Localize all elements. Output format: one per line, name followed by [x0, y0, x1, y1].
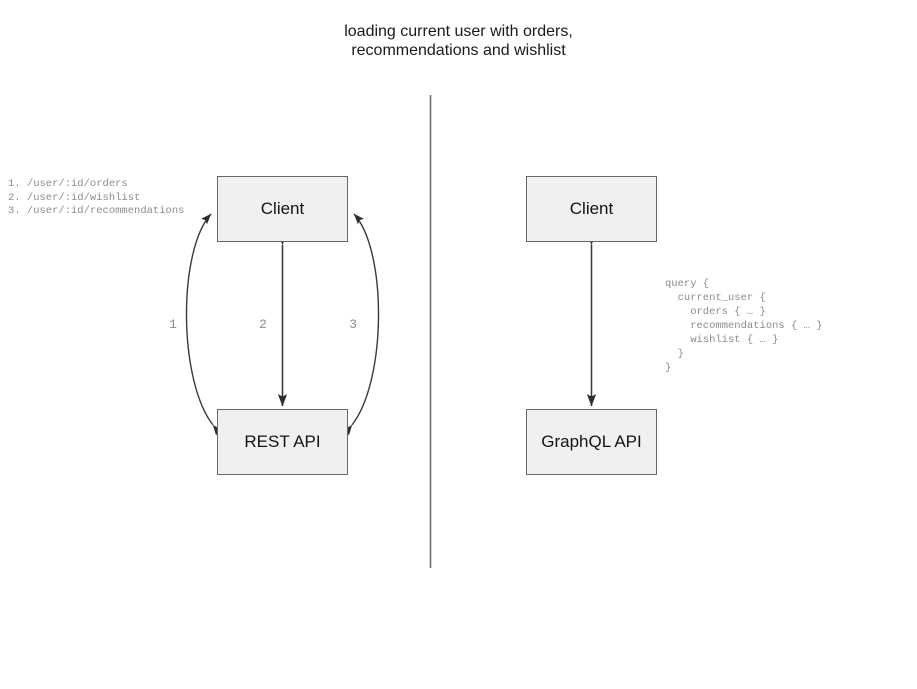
node-client-rest[interactable]: Client	[217, 176, 348, 242]
page-title: loading current user with orders, recomm…	[344, 23, 573, 59]
graphql-query-block: query { current_user { orders { … } reco…	[665, 278, 823, 374]
edge-label-2: 2	[259, 317, 267, 332]
edge-label-1: 1	[169, 317, 177, 332]
rest-endpoints-legend: 1. /user/:id/orders 2. /user/:id/wishlis…	[8, 178, 185, 217]
edge-label-3: 3	[349, 317, 357, 332]
node-client-graphql[interactable]: Client	[526, 176, 657, 242]
edge-rest-3-arc	[342, 213, 380, 436]
edge-rest-1-arc	[185, 213, 223, 436]
node-rest-api[interactable]: REST API	[217, 409, 348, 475]
node-graphql-api[interactable]: GraphQL API	[526, 409, 657, 475]
